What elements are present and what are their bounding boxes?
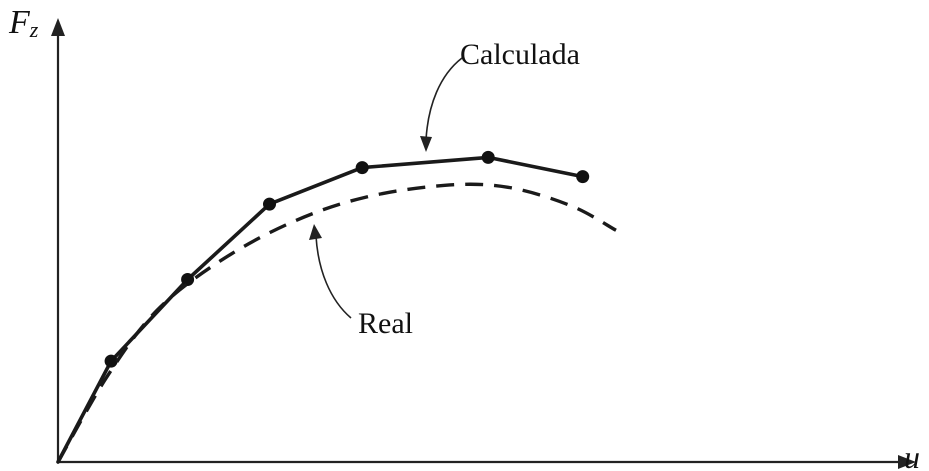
series-line-real — [56, 182, 617, 463]
series-line-calculada — [56, 155, 585, 464]
data-point-calculada-5 — [481, 150, 495, 164]
y-axis-title-subscript: z — [29, 17, 39, 42]
y-axis-title: Fz — [8, 4, 39, 42]
x-axis-arrow-icon — [898, 455, 916, 469]
data-point-calculada-2 — [181, 273, 195, 286]
series-layer — [56, 150, 617, 464]
data-point-calculada-6 — [576, 170, 590, 184]
annotation-calculada-arrowhead-icon — [420, 136, 432, 152]
x-axis-title: u — [904, 439, 920, 471]
annotation-real-leader — [315, 235, 352, 319]
data-point-calculada-4 — [355, 161, 369, 175]
y-axis-arrow-icon — [51, 18, 65, 36]
data-point-calculada-1 — [104, 354, 118, 368]
y-axis-title-main: F — [8, 4, 31, 41]
annotation-calculada-leader — [425, 57, 463, 141]
annotation-calculada: Calculada — [460, 38, 580, 71]
annotation-real-arrowhead-icon — [309, 224, 322, 240]
annotation-real: Real — [358, 307, 413, 340]
data-point-calculada-3 — [263, 197, 276, 211]
